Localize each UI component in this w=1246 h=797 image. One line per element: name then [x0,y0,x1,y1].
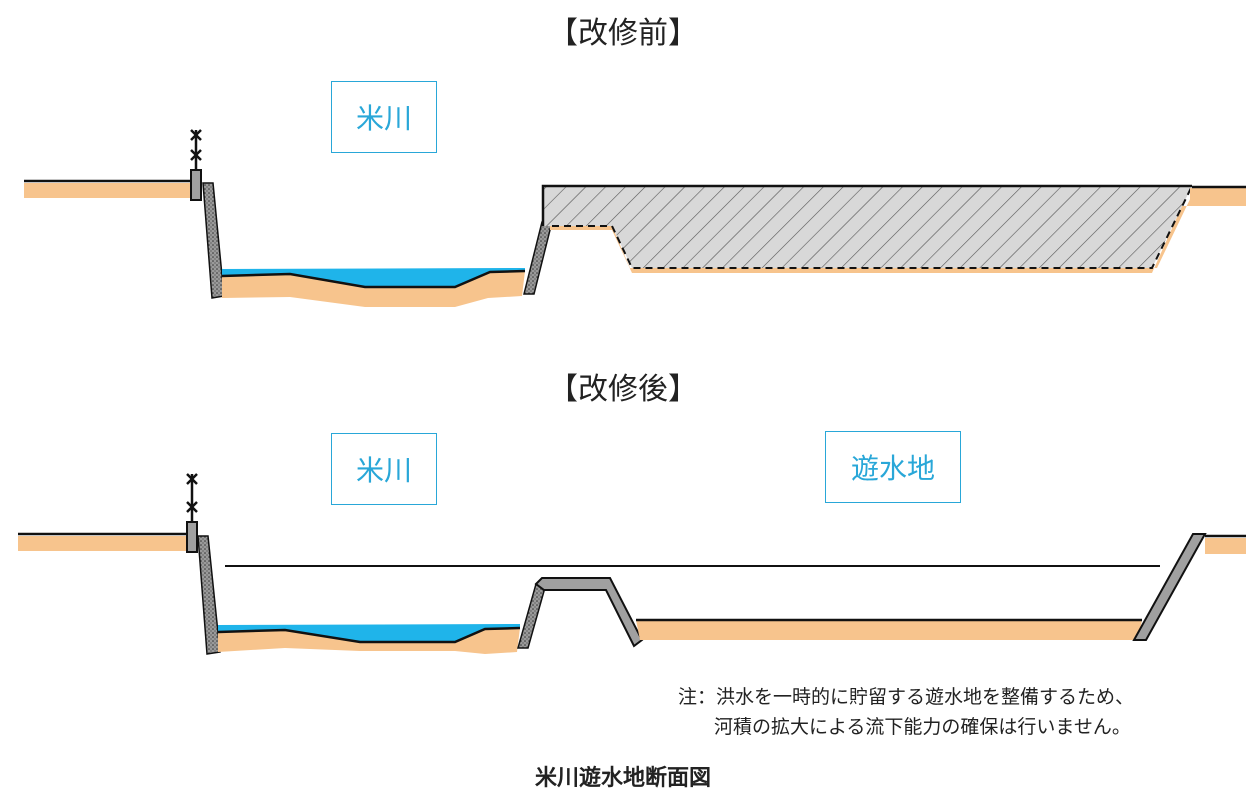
left-bank-ground-after [18,536,188,551]
parapet-post [186,521,198,553]
basin-floor-soil [636,620,1142,640]
channel-bed-soil [222,271,525,307]
right-bank-ground [1190,188,1246,205]
fence-icon [186,473,198,524]
footnote-line-1: 注：洪水を一時的に貯留する遊水地を整備するため、 [678,686,1135,708]
left-revetment [202,182,225,299]
left-bank-ground [24,183,192,198]
left-revetment-after [197,535,221,655]
right-revetment-after [517,583,547,649]
excavation-area-hatched [543,186,1192,268]
river-label-after: 米川 [331,433,437,505]
river-water [222,269,525,287]
riverbed-line-after [217,626,521,644]
overflow-levee [534,577,644,648]
right-slope-revetment [1132,533,1207,641]
before-title: 【改修前】 [548,16,698,51]
river-water-after [218,624,520,642]
footnote-line-2: 河積の拡大による流下能力の確保は行いません。 [714,716,1131,738]
water-surface-line [221,268,526,271]
right-bank-ground-after [1205,538,1246,554]
fence-icon [190,129,202,172]
basin-label-after: 遊水地 [825,431,961,503]
before-section [24,129,1246,307]
after-section [18,473,1246,655]
excavation-outline [541,184,1192,226]
channel-bed-soil-after [218,628,520,654]
excavation-dashed-line [552,185,1193,269]
riverbed-line [221,269,526,289]
river-label-before: 米川 [331,81,437,153]
right-revetment [523,221,553,295]
parapet-post [190,169,202,201]
after-title: 【改修後】 [548,372,698,407]
footnote: 注：洪水を一時的に貯留する遊水地を整備するため、 河積の拡大による流下能力の確保… [678,682,1134,742]
figure-caption: 米川遊水地断面図 [534,766,711,791]
